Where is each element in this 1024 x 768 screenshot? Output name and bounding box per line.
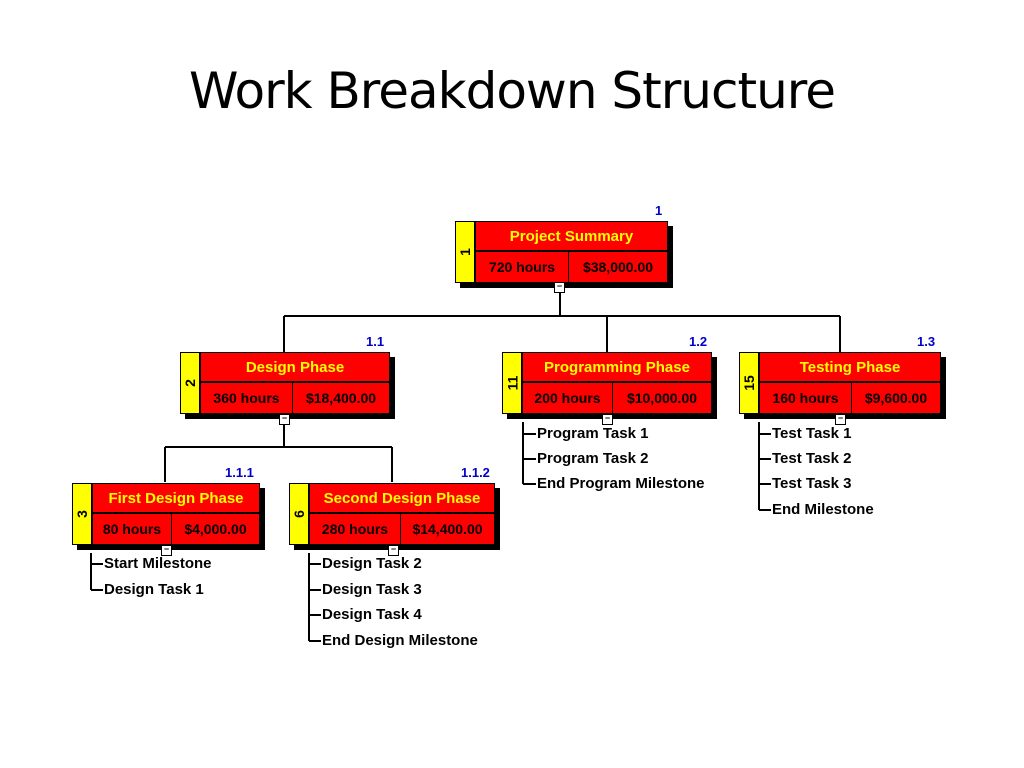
collapse-toggle[interactable]: − bbox=[161, 545, 172, 556]
collapse-toggle[interactable]: − bbox=[279, 414, 290, 425]
node-project-summary[interactable]: 1 Project Summary 720 hours $38,000.00 bbox=[455, 221, 668, 283]
list-item[interactable]: Start Milestone bbox=[104, 555, 212, 572]
list-item[interactable]: Design Task 4 bbox=[322, 606, 422, 623]
node-testing-phase[interactable]: 15 Testing Phase 160 hours $9,600.00 bbox=[739, 352, 941, 414]
node-second-design-phase[interactable]: 6 Second Design Phase 280 hours $14,400.… bbox=[289, 483, 495, 545]
task-id: 2 bbox=[181, 379, 198, 387]
list-item[interactable]: Program Task 2 bbox=[537, 450, 649, 467]
list-item[interactable]: Design Task 1 bbox=[104, 581, 204, 598]
node-cost: $4,000.00 bbox=[171, 513, 260, 545]
wbs-code: 1 bbox=[655, 203, 663, 218]
task-id-badge: 11 bbox=[502, 352, 522, 414]
node-programming-phase[interactable]: 11 Programming Phase 200 hours $10,000.0… bbox=[502, 352, 712, 414]
task-id: 3 bbox=[73, 510, 90, 518]
list-item[interactable]: Test Task 2 bbox=[772, 450, 852, 467]
node-hours: 160 hours bbox=[759, 382, 852, 414]
node-cost: $9,600.00 bbox=[851, 382, 941, 414]
wbs-code: 1.1.2 bbox=[461, 465, 490, 480]
node-title: Design Phase bbox=[200, 352, 390, 382]
task-id: 6 bbox=[290, 510, 307, 518]
node-title: Second Design Phase bbox=[309, 483, 495, 513]
collapse-toggle[interactable]: − bbox=[388, 545, 399, 556]
list-item[interactable]: Test Task 3 bbox=[772, 475, 852, 492]
wbs-code: 1.2 bbox=[689, 334, 708, 349]
node-hours: 200 hours bbox=[522, 382, 613, 414]
task-id-badge: 3 bbox=[72, 483, 92, 545]
node-hours: 360 hours bbox=[200, 382, 293, 414]
task-id: 1 bbox=[456, 248, 473, 256]
node-title: First Design Phase bbox=[92, 483, 260, 513]
list-item[interactable]: Design Task 3 bbox=[322, 581, 422, 598]
collapse-toggle[interactable]: − bbox=[602, 414, 613, 425]
wbs-code: 1.1.1 bbox=[225, 465, 254, 480]
collapse-toggle[interactable]: − bbox=[835, 414, 846, 425]
node-hours: 80 hours bbox=[92, 513, 172, 545]
list-item[interactable]: End Milestone bbox=[772, 501, 874, 518]
list-item[interactable]: Design Task 2 bbox=[322, 555, 422, 572]
node-first-design-phase[interactable]: 3 First Design Phase 80 hours $4,000.00 bbox=[72, 483, 260, 545]
list-item[interactable]: End Program Milestone bbox=[537, 475, 705, 492]
task-id: 15 bbox=[740, 375, 757, 391]
list-item[interactable]: Program Task 1 bbox=[537, 425, 649, 442]
wbs-code: 1.3 bbox=[917, 334, 936, 349]
node-hours: 720 hours bbox=[475, 251, 569, 283]
node-cost: $38,000.00 bbox=[568, 251, 668, 283]
list-item[interactable]: End Design Milestone bbox=[322, 632, 478, 649]
task-id-badge: 2 bbox=[180, 352, 200, 414]
task-id-badge: 6 bbox=[289, 483, 309, 545]
task-id-badge: 1 bbox=[455, 221, 475, 283]
node-title: Testing Phase bbox=[759, 352, 941, 382]
collapse-toggle[interactable]: − bbox=[554, 282, 565, 293]
node-title: Project Summary bbox=[475, 221, 668, 251]
task-id-badge: 15 bbox=[739, 352, 759, 414]
node-cost: $14,400.00 bbox=[400, 513, 495, 545]
task-id: 11 bbox=[504, 375, 520, 391]
node-design-phase[interactable]: 2 Design Phase 360 hours $18,400.00 bbox=[180, 352, 390, 414]
list-item[interactable]: Test Task 1 bbox=[772, 425, 852, 442]
node-hours: 280 hours bbox=[309, 513, 401, 545]
node-title: Programming Phase bbox=[522, 352, 712, 382]
wbs-code: 1.1 bbox=[366, 334, 385, 349]
page-title: Work Breakdown Structure bbox=[188, 62, 836, 120]
node-cost: $18,400.00 bbox=[292, 382, 390, 414]
node-cost: $10,000.00 bbox=[612, 382, 712, 414]
